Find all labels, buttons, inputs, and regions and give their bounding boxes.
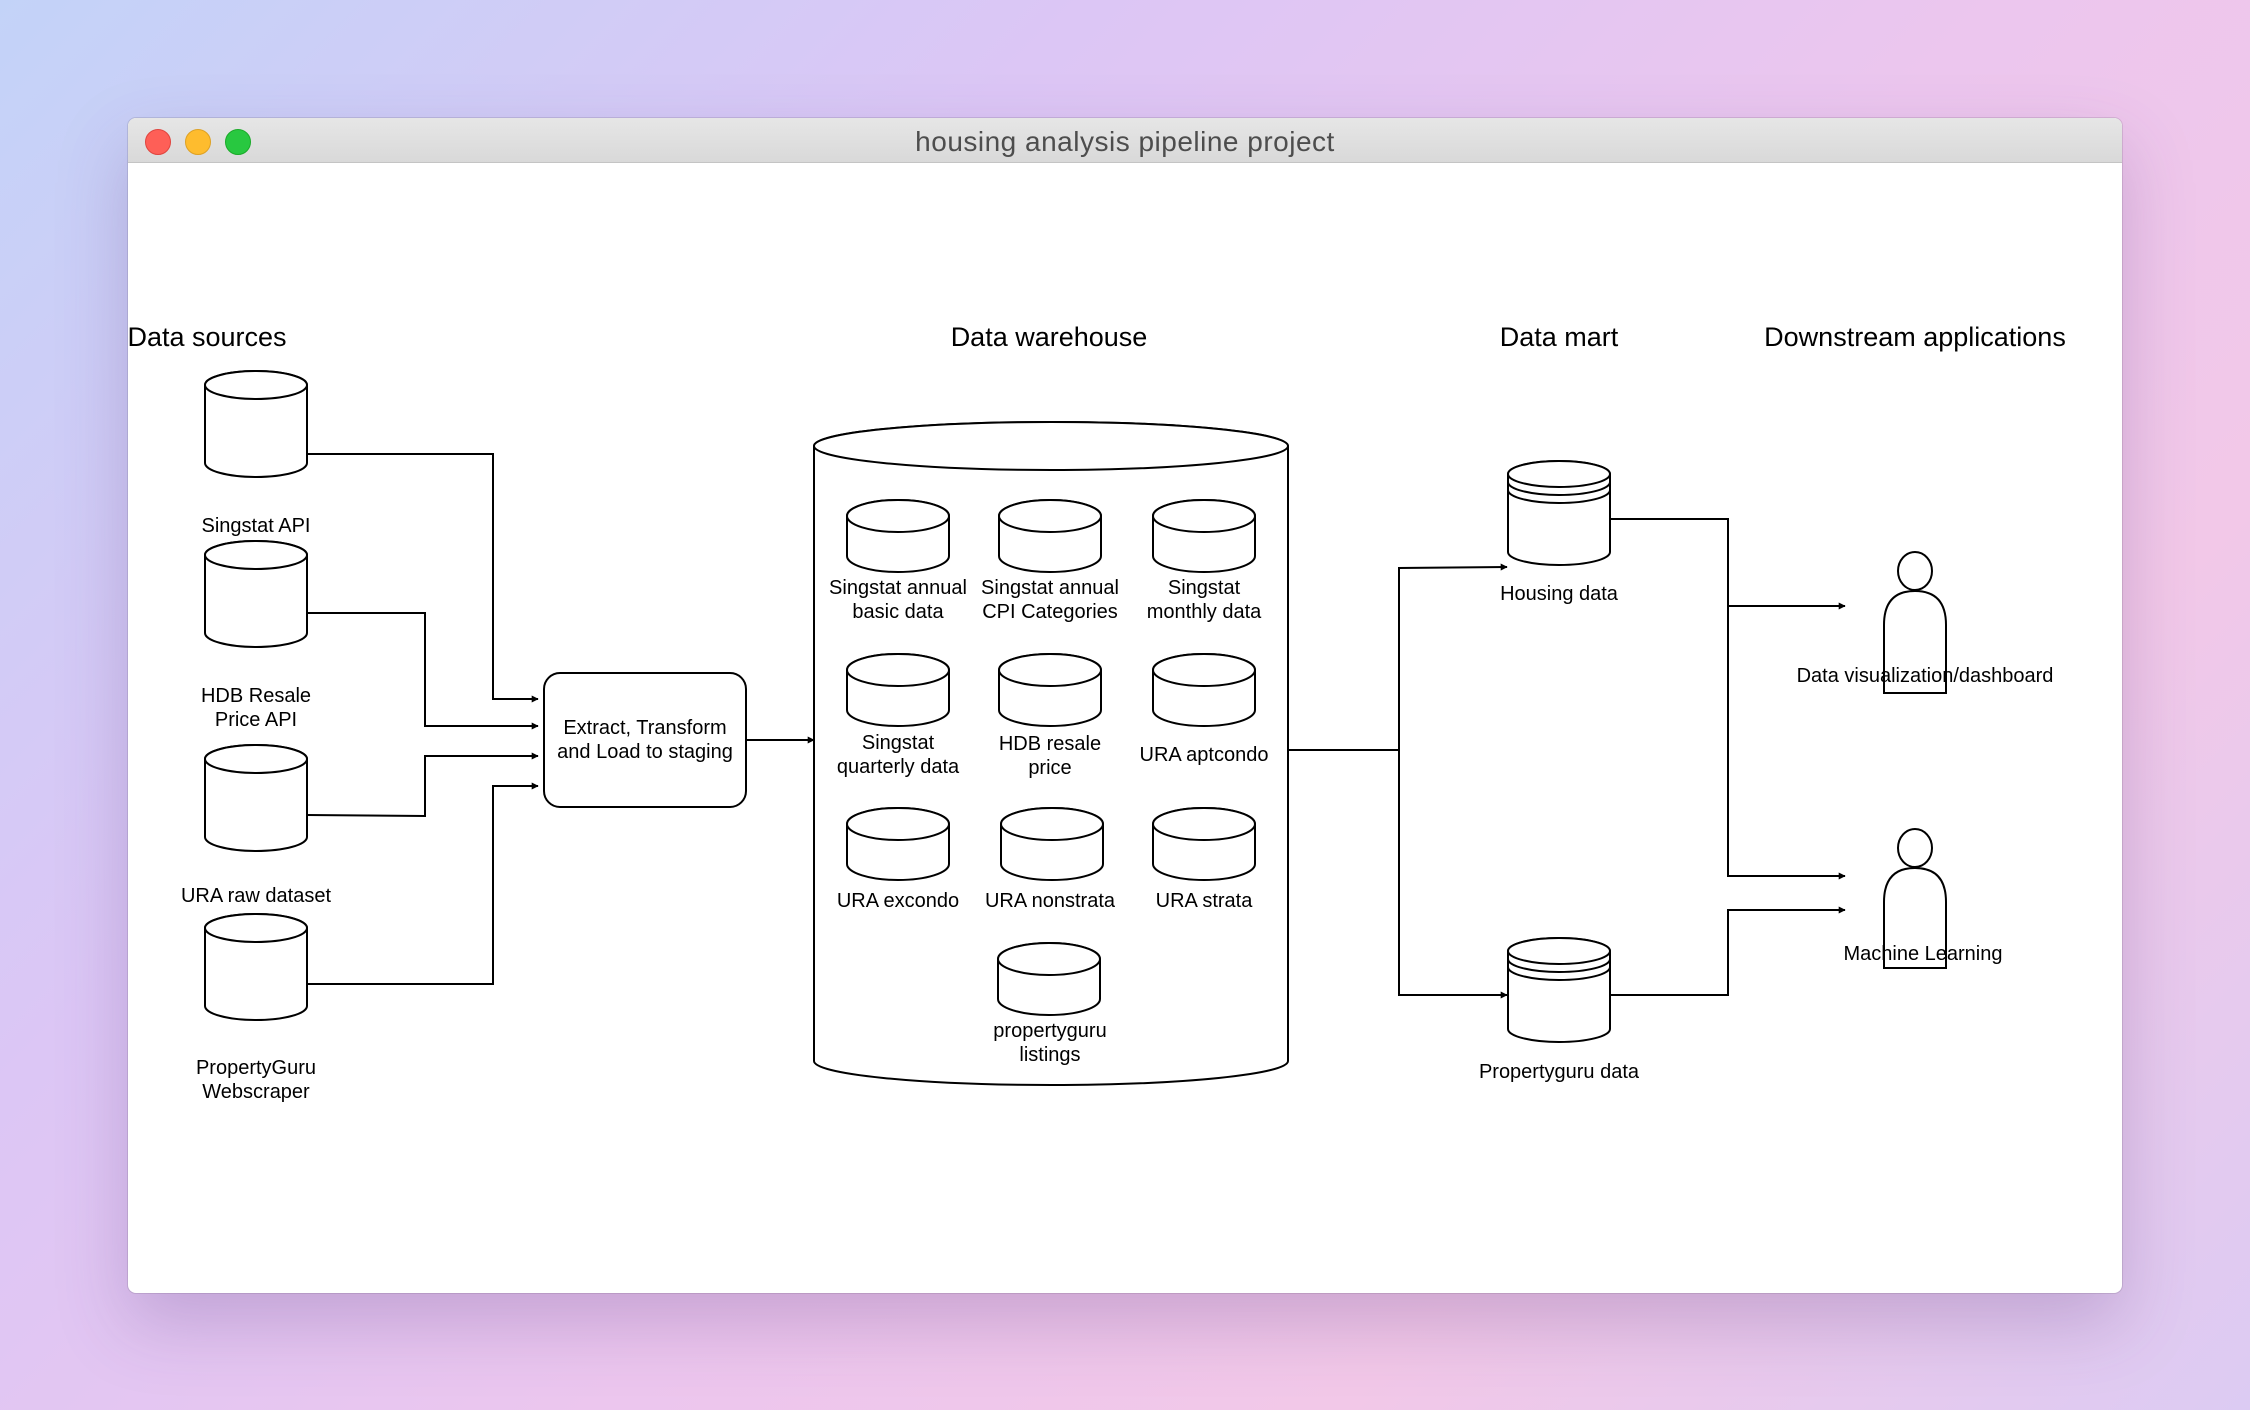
app-window: housing analysis pipeline project Data s…: [128, 118, 2122, 1293]
table-singstat-annual-cpi-categories[interactable]: Singstat annual CPI Categories: [981, 499, 1119, 623]
table-label: Singstat: [862, 732, 935, 754]
title-bar[interactable]: housing analysis pipeline project: [128, 118, 2122, 163]
table-label: URA aptcondo: [1140, 744, 1269, 766]
table-hdb-resale-price[interactable]: HDB resale price: [998, 653, 1102, 779]
close-button[interactable]: [145, 129, 171, 155]
maximize-button[interactable]: [225, 129, 251, 155]
table-label: HDB resale: [999, 733, 1101, 755]
table-ura-aptcondo[interactable]: URA aptcondo: [1140, 653, 1269, 766]
table-label: CPI Categories: [982, 601, 1118, 623]
connector-hdb-to-etl: [307, 612, 539, 730]
window-title: housing analysis pipeline project: [915, 126, 1335, 157]
table-ura-excondo[interactable]: URA excondo: [837, 807, 959, 912]
table-label: listings: [1019, 1044, 1080, 1066]
connector-ura-to-etl: [306, 752, 539, 818]
header-data-warehouse: Data warehouse: [951, 322, 1148, 352]
source-label: PropertyGuru: [196, 1057, 316, 1079]
connector-warehouse-to-housing-data: [1288, 563, 1508, 751]
user-icon: [1883, 828, 1947, 969]
table-label: Singstat: [1168, 577, 1241, 599]
app-data-visualization-dashboard[interactable]: Data visualization/dashboard: [1797, 551, 2054, 694]
source-hdb-resale-price-api[interactable]: HDB Resale Price API: [201, 540, 311, 731]
header-data-sources: Data sources: [128, 322, 287, 352]
table-label: monthly data: [1147, 601, 1262, 623]
mart-label: Propertyguru data: [1479, 1061, 1640, 1083]
pipeline-diagram: Data sources Data warehouse Data mart Do…: [128, 322, 2066, 1103]
source-label: URA raw dataset: [181, 885, 332, 907]
connector-singstat-to-etl: [307, 453, 539, 703]
table-label: Singstat annual: [981, 577, 1119, 599]
mart-label: Housing data: [1500, 583, 1619, 605]
mart-propertyguru-data[interactable]: Propertyguru data: [1479, 937, 1640, 1083]
header-data-mart: Data mart: [1500, 322, 1619, 352]
etl-label: Extract, Transform: [563, 717, 726, 739]
table-label: Singstat annual: [829, 577, 967, 599]
table-propertyguru-listings[interactable]: propertyguru listings: [993, 942, 1107, 1066]
table-singstat-quarterly-data[interactable]: Singstat quarterly data: [837, 653, 960, 778]
connector-propertyguru-to-machine-learning: [1610, 906, 1846, 996]
etl-label: and Load to staging: [557, 741, 733, 763]
source-label: Singstat API: [202, 515, 311, 537]
table-label: quarterly data: [837, 756, 960, 778]
table-ura-nonstrata[interactable]: URA nonstrata: [985, 807, 1116, 912]
user-icon: [1883, 551, 1947, 694]
table-label: propertyguru: [993, 1020, 1106, 1042]
source-ura-raw-dataset[interactable]: URA raw dataset: [181, 744, 332, 907]
source-label: Webscraper: [202, 1081, 310, 1103]
table-label: URA strata: [1156, 890, 1254, 912]
header-downstream-applications: Downstream applications: [1764, 322, 2066, 352]
table-label: basic data: [852, 601, 944, 623]
connector-propertyguru-to-etl: [307, 782, 539, 985]
mart-housing-data[interactable]: Housing data: [1500, 460, 1619, 605]
minimize-button[interactable]: [185, 129, 211, 155]
connector-warehouse-to-propertyguru-data: [1398, 750, 1508, 999]
source-singstat-api[interactable]: Singstat API: [202, 370, 311, 537]
app-label: Data visualization/dashboard: [1797, 665, 2054, 687]
source-propertyguru-webscraper[interactable]: PropertyGuru Webscraper: [196, 913, 316, 1103]
diagram-canvas: Data sources Data warehouse Data mart Do…: [128, 163, 2122, 1293]
table-label: URA nonstrata: [985, 890, 1116, 912]
app-machine-learning[interactable]: Machine Learning: [1844, 828, 2003, 969]
source-label: Price API: [215, 709, 297, 731]
table-label: URA excondo: [837, 890, 959, 912]
table-ura-strata[interactable]: URA strata: [1152, 807, 1256, 912]
table-singstat-annual-basic-data[interactable]: Singstat annual basic data: [829, 499, 967, 623]
etl-process-box[interactable]: Extract, Transform and Load to staging: [543, 672, 747, 808]
table-singstat-monthly-data[interactable]: Singstat monthly data: [1147, 499, 1262, 623]
table-label: price: [1028, 757, 1071, 779]
data-warehouse-cylinder[interactable]: [813, 421, 1289, 1086]
app-label: Machine Learning: [1844, 943, 2003, 965]
source-label: HDB Resale: [201, 685, 311, 707]
connector-housing-to-machine-learning: [1610, 518, 1846, 880]
